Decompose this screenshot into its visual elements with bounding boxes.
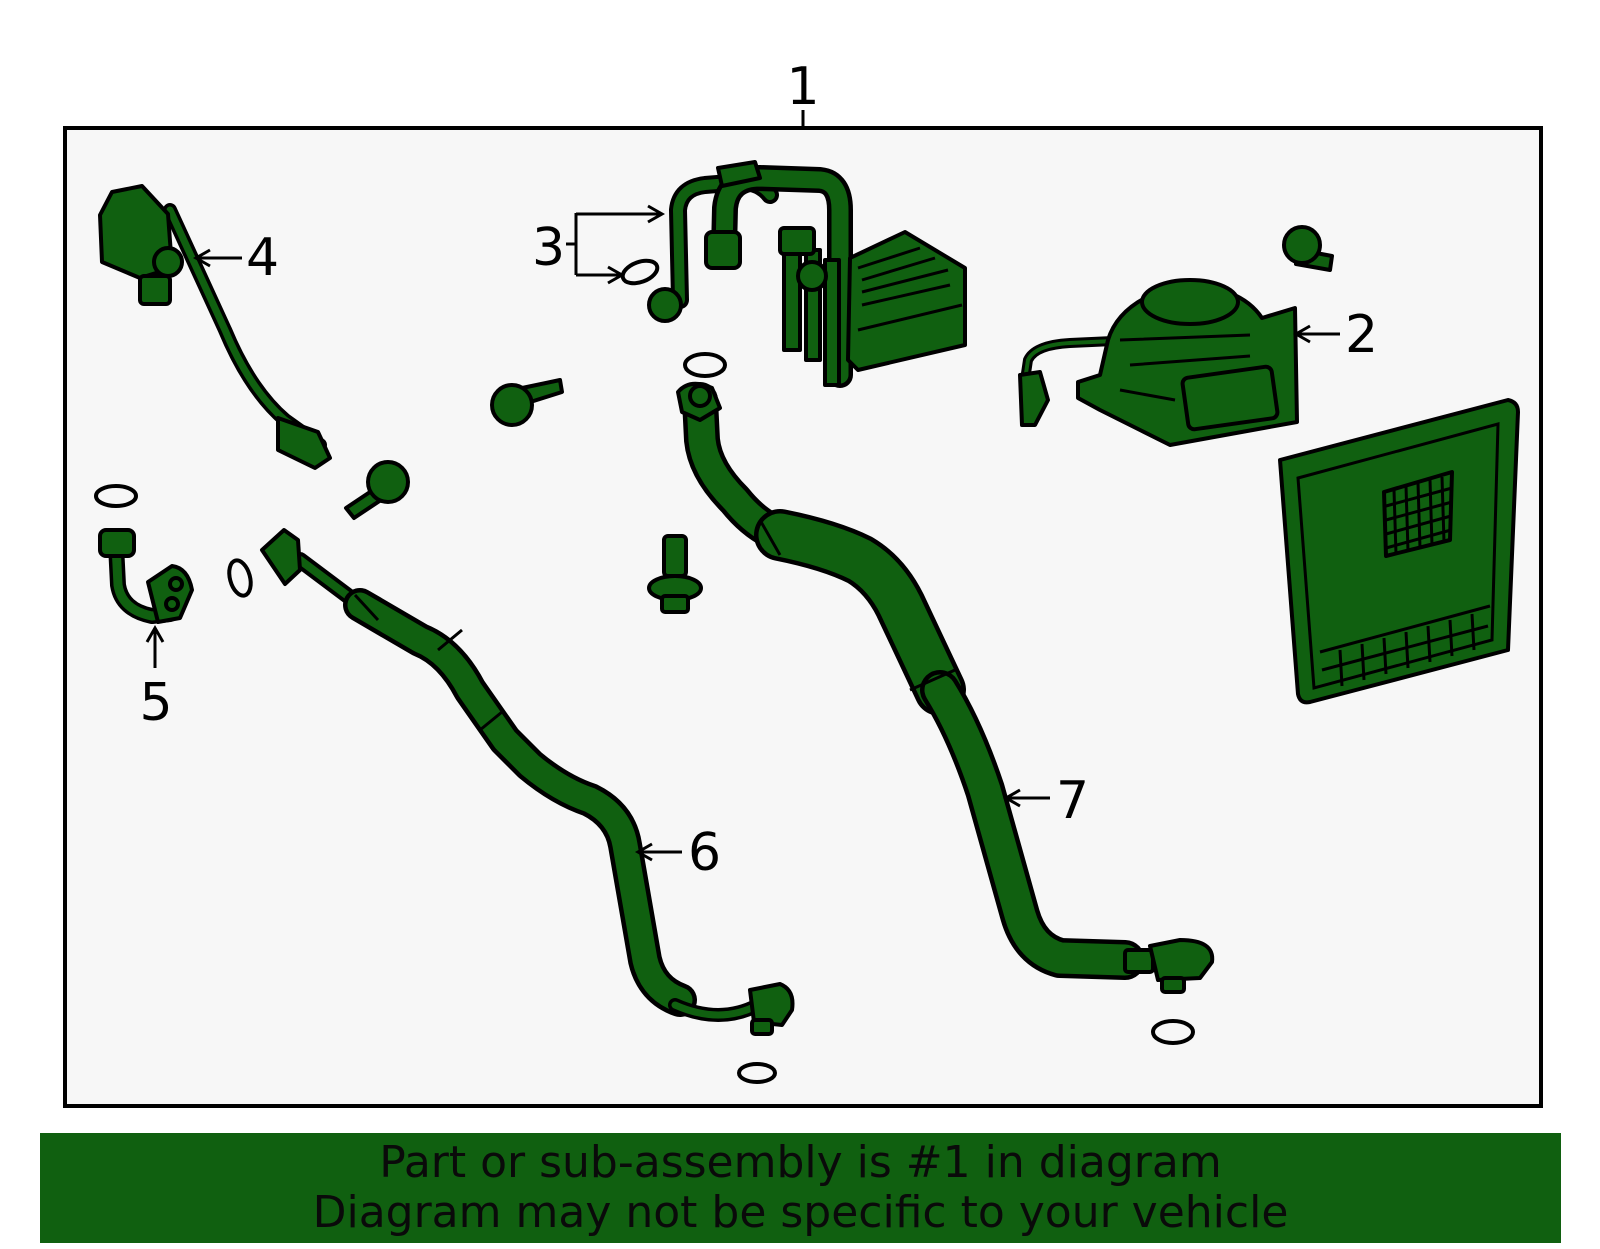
bolt-left-center <box>344 460 410 520</box>
callout-3-bracket <box>566 204 666 285</box>
cabin-air-filter <box>1278 398 1520 705</box>
disclaimer-line-1: Part or sub-assembly is #1 in diagram <box>379 1137 1222 1188</box>
disclaimer-line-2: Diagram may not be specific to your vehi… <box>312 1187 1289 1238</box>
callout-3: 3 <box>532 218 565 278</box>
part-7-oring-a <box>683 352 727 378</box>
bolt-upper-center <box>490 378 564 427</box>
bolt-upper-right <box>1282 225 1334 272</box>
callout-4: 4 <box>246 228 279 288</box>
callout-1: 1 <box>786 57 819 117</box>
callout-6-arrow <box>634 842 682 862</box>
part-7-hose <box>676 381 1215 994</box>
bolt-center <box>647 534 703 614</box>
part-2-blower-motor <box>1018 278 1299 447</box>
part-6-oring-b <box>737 1062 777 1084</box>
callout-5-arrow <box>145 624 165 668</box>
part-5-oring <box>94 484 138 508</box>
part-6-oring-a <box>227 558 253 598</box>
part-3-oring <box>620 258 660 286</box>
part-3-evaporator <box>647 160 967 388</box>
part-6-hose <box>260 528 795 1036</box>
callout-4-arrow <box>192 248 242 268</box>
part-7-oring-b <box>1151 1019 1195 1045</box>
disclaimer-banner: Part or sub-assembly is #1 in diagram Di… <box>40 1133 1561 1243</box>
callout-2-arrow <box>1292 324 1340 344</box>
callout-6: 6 <box>688 823 721 883</box>
part-5-fitting <box>98 528 194 624</box>
callout-5: 5 <box>139 673 172 733</box>
callout-2: 2 <box>1345 305 1378 365</box>
callout-7-arrow <box>1002 788 1050 808</box>
part-4-sensor <box>98 184 332 470</box>
callout-7: 7 <box>1056 771 1089 831</box>
parts-diagram: 1 4 3 <box>63 57 1543 1108</box>
